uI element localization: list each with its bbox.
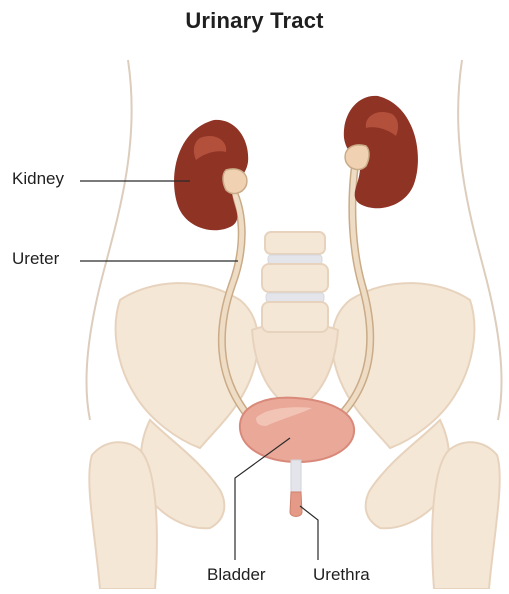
- vertebra-middle: [262, 264, 328, 292]
- urethra: [290, 492, 302, 517]
- vertebra-lower: [262, 302, 328, 332]
- kidney-label: Kidney: [12, 169, 64, 189]
- renal-pelvis-left: [223, 169, 247, 194]
- urethra-label: Urethra: [313, 565, 370, 585]
- femur-right: [432, 442, 500, 589]
- diagram-title: Urinary Tract: [0, 8, 509, 34]
- ureter-label: Ureter: [12, 249, 59, 269]
- bladder-label: Bladder: [207, 565, 266, 585]
- urethra-upper: [291, 460, 301, 492]
- vertebra-upper: [265, 232, 325, 254]
- femur-left: [89, 442, 157, 589]
- spinal-disc-upper: [268, 255, 322, 264]
- renal-pelvis-right: [345, 145, 369, 170]
- pelvis-left-wing: [116, 283, 258, 448]
- urethra-leader-line: [300, 506, 318, 560]
- spinal-disc-lower: [266, 293, 324, 302]
